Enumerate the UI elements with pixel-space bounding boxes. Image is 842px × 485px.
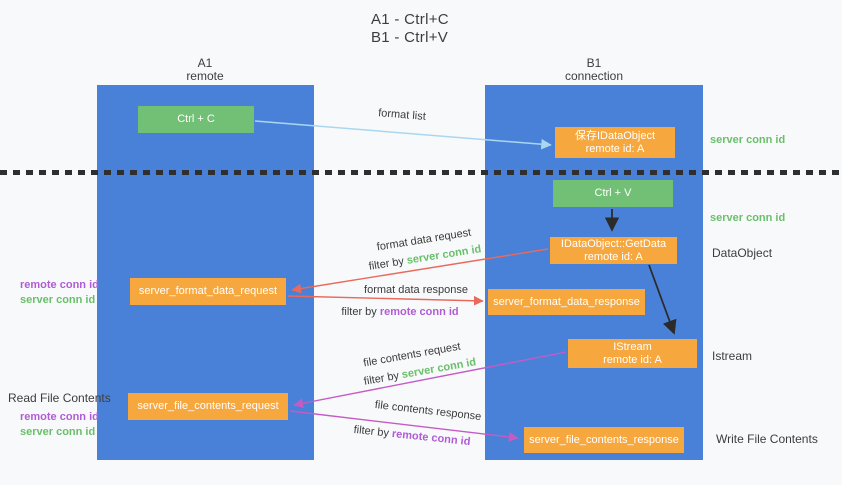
side-label-server-conn-id-right-1: server conn id (710, 134, 786, 146)
node-save-dataobject-line1: 保存IDataObject (574, 129, 656, 142)
node-server-format-data-response: server_format_data_response (488, 289, 645, 315)
node-istream: IStream remote id: A (568, 339, 697, 368)
node-server-file-contents-request: server_file_contents_request (128, 393, 288, 420)
label-format-data-response: format data response (364, 284, 468, 296)
side-label-read-file-contents: Read File Contents (8, 391, 111, 405)
node-file-request-label: server_file_contents_request (137, 400, 279, 412)
title-line-2: B1 - Ctrl+V (371, 29, 449, 46)
node-getdata-line2: remote id: A (584, 250, 643, 263)
node-format-request-label: server_format_data_request (138, 285, 278, 297)
node-ctrl-v: Ctrl + V (553, 180, 673, 207)
node-save-dataobject: 保存IDataObject remote id: A (555, 127, 675, 158)
filter-remote-conn-id-highlight: remote conn id (379, 306, 459, 318)
side-label-server-conn-id-left-2: server conn id (20, 426, 96, 438)
node-format-response-label: server_format_data_response (493, 295, 640, 308)
lane-b1-subtitle: connection (564, 69, 624, 83)
title-line-1: A1 - Ctrl+C (371, 11, 449, 28)
side-label-write-file-contents: Write File Contents (716, 432, 818, 446)
side-label-remote-conn-id-left-1: remote conn id (20, 279, 99, 291)
side-label-server-conn-id-left-1: server conn id (20, 294, 96, 306)
divider-dotted-line (0, 170, 842, 175)
arrow-format-data-response (287, 295, 484, 306)
node-istream-line1: IStream (613, 340, 652, 353)
side-label-remote-conn-id-left-2: remote conn id (20, 411, 99, 423)
arrow-file-contents-request (293, 351, 567, 409)
side-label-server-conn-id-right-2: server conn id (710, 212, 786, 224)
node-ctrl-c: Ctrl + C (138, 106, 254, 133)
arrow-getdata-to-istream (648, 264, 677, 335)
lane-a1-header: A1 remote (145, 57, 265, 83)
lane-b1-name: B1 (586, 56, 602, 70)
side-label-istream: Istream (712, 349, 753, 363)
side-label-dataobject: DataObject (712, 246, 773, 260)
node-file-response-label: server_file_contents_response (529, 433, 679, 446)
node-server-format-data-request: server_format_data_request (130, 278, 286, 305)
lane-b1-header: B1 connection (534, 57, 654, 83)
node-ctrl-v-label: Ctrl + V (594, 187, 632, 199)
diagram-title: A1 - Ctrl+C B1 - Ctrl+V (371, 11, 449, 47)
arrow-format-list (254, 120, 552, 150)
node-getdata: IDataObject::GetData remote id: A (550, 237, 677, 264)
node-save-dataobject-line2: remote id: A (585, 142, 645, 155)
arrow-file-contents-response (289, 410, 519, 442)
node-ctrl-c-label: Ctrl + C (177, 113, 215, 125)
node-getdata-line1: IDataObject::GetData (560, 237, 667, 250)
node-istream-line2: remote id: A (603, 353, 662, 366)
lane-a1-subtitle: remote (186, 69, 224, 83)
node-server-file-contents-response: server_file_contents_response (524, 427, 684, 453)
lane-a1-name: A1 (197, 56, 213, 70)
arrow-format-data-request (291, 248, 549, 294)
